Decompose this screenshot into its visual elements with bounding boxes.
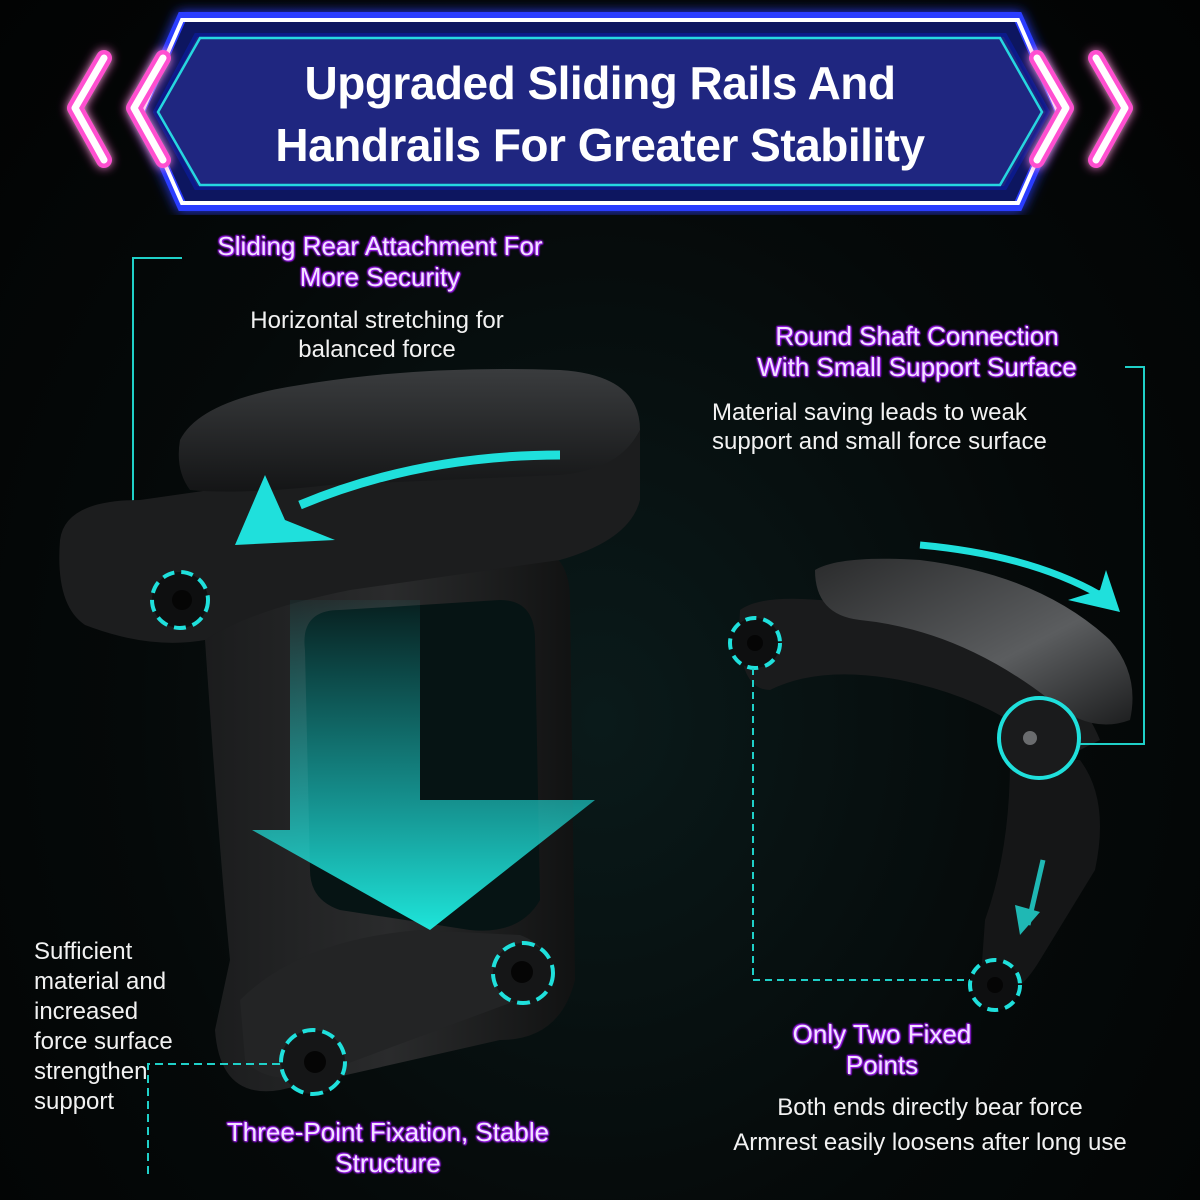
left-armrest-image <box>59 369 641 1096</box>
left-side-description: Sufficient material and increased force … <box>34 937 214 1117</box>
round-shaft-highlight <box>997 696 1081 780</box>
desc-line: balanced force <box>298 336 456 363</box>
left-top-heading: Sliding Rear Attachment For More Securit… <box>180 231 580 293</box>
callout-line-right-top <box>1080 366 1145 745</box>
desc-line: Both ends directly bear force <box>777 1094 1083 1121</box>
slide-arrow-icon <box>298 450 561 510</box>
down-force-arrow-icon <box>252 600 595 930</box>
right-bottom-description: Both ends directly bear force Armrest ea… <box>700 1090 1160 1160</box>
heading-line: Sliding Rear Attachment For <box>217 231 543 261</box>
heading-line: Points <box>845 1050 919 1080</box>
desc-line: Sufficient <box>34 938 133 965</box>
heading-line: Structure <box>335 1148 441 1178</box>
heading-line: More Security <box>299 262 461 292</box>
right-armrest-image <box>728 541 1133 1012</box>
banner-frame <box>67 12 1133 211</box>
desc-line: strengthen <box>34 1058 148 1085</box>
desc-line: material and <box>34 968 167 995</box>
desc-line: Material saving leads to weak <box>712 399 1027 426</box>
desc-line: increased <box>34 998 139 1025</box>
page-title: Upgraded Sliding Rails And Handrails For… <box>200 52 1000 176</box>
rotate-arrow-icon <box>919 541 1102 599</box>
heading-line: Three-Point Fixation, Stable <box>226 1117 550 1147</box>
double-chevron-right-icon <box>1029 50 1133 168</box>
double-chevron-left-icon <box>67 50 171 168</box>
left-bottom-heading: Three-Point Fixation, Stable Structure <box>188 1117 588 1179</box>
right-bottom-heading: Only Two Fixed Points <box>732 1019 1032 1081</box>
desc-line: Armrest easily loosens after long use <box>733 1129 1127 1156</box>
title-line-1: Upgraded Sliding Rails And <box>304 57 897 109</box>
right-top-heading: Round Shaft Connection With Small Suppor… <box>717 321 1117 383</box>
desc-line: Horizontal stretching for <box>250 307 504 334</box>
left-top-description: Horizontal stretching for balanced force <box>177 306 577 364</box>
desc-line: force surface <box>34 1028 173 1055</box>
desc-line: support <box>34 1088 115 1115</box>
heading-line: With Small Support Surface <box>757 352 1077 382</box>
right-top-description: Material saving leads to weak support an… <box>712 398 1132 456</box>
callout-line-left-bottom <box>147 1063 280 1175</box>
callout-line-left-top <box>132 257 182 530</box>
desc-line: support and small force surface <box>712 428 1047 455</box>
title-line-2: Handrails For Greater Stability <box>275 119 925 171</box>
title-banner: Upgraded Sliding Rails And Handrails For… <box>0 0 1200 215</box>
callout-line-right-bottom <box>752 668 970 981</box>
heading-line: Only Two Fixed <box>792 1019 972 1049</box>
heading-line: Round Shaft Connection <box>775 321 1059 351</box>
